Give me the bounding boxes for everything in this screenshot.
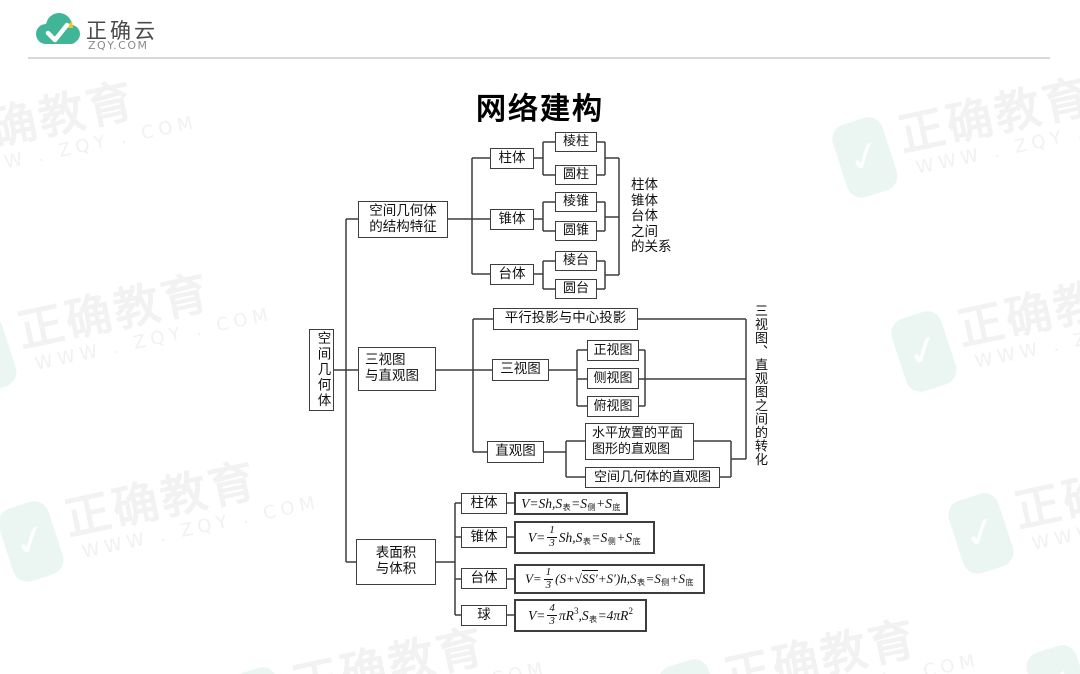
node-volume-line1: 表面积: [375, 545, 417, 562]
node-volume: 表面积与体积: [356, 539, 436, 585]
node-structure-line2: 的结构特征: [369, 218, 437, 235]
node-projection: 平行投影与中心投影: [493, 308, 638, 330]
node-leaf-yuanzhu: 圆柱: [555, 165, 597, 185]
node-volume-line2: 与体积: [375, 561, 417, 577]
node-side-view: 侧视图: [587, 368, 639, 389]
note-line: 柱体: [631, 177, 658, 193]
header-divider: [28, 57, 1050, 59]
formula-part: ,S: [578, 607, 589, 623]
formula-part: V=: [527, 529, 546, 545]
formula-sub: 底: [685, 578, 694, 588]
node-vol-cylinder: 柱体: [461, 493, 507, 514]
node-leaf-yuanzhui: 圆锥: [555, 221, 597, 241]
formula-part: V=Sh,S: [521, 495, 563, 511]
node-cone-parent: 锥体: [490, 209, 534, 230]
node-structure-line1: 空间几何体: [369, 202, 437, 219]
views-transform-note: 三视图、直观图之间的转化: [752, 304, 767, 466]
formula-part: πR: [558, 607, 574, 623]
node-leaf-lengtai: 棱台: [555, 251, 597, 271]
node-three-views: 三视图: [492, 359, 549, 381]
formula-part: (S+: [555, 571, 575, 587]
formula-sub: 底: [612, 502, 621, 512]
formula-sup: 2: [628, 606, 633, 617]
formula-part: +S′)h,S: [597, 571, 637, 587]
node-leaf-lengzhui: 棱锥: [555, 192, 597, 212]
brand-cloud-logo-icon: [36, 13, 80, 44]
formula-part: =S: [571, 495, 587, 511]
node-vol-frustum: 台体: [461, 568, 507, 589]
formula-denominator: 3: [549, 537, 555, 549]
brand-name: 正确云: [86, 19, 158, 43]
radicand: SS′: [581, 570, 598, 587]
node-views: 三视图与直观图: [358, 347, 436, 391]
formula-numerator: 4: [547, 602, 557, 616]
node-views-line1: 三视图: [365, 352, 406, 369]
formula-part: =4πR: [597, 607, 629, 623]
formula-part: =S: [591, 529, 608, 545]
formula-part: +S: [595, 495, 612, 511]
node-root: 空间几何体: [309, 329, 334, 411]
formula-part: +S: [669, 571, 686, 587]
node-vol-sphere: 球: [461, 605, 507, 626]
node-intuitive: 直观图: [487, 441, 544, 463]
node-plane-line2: 图形的直观图: [592, 441, 671, 457]
note-line: 锥体: [631, 192, 658, 209]
formula-numerator: 1: [543, 565, 554, 580]
formula-sub: 侧: [661, 578, 670, 588]
node-leaf-yuantai: 圆台: [555, 279, 597, 299]
formula-sub: 表: [589, 614, 598, 624]
formula-sub: 底: [632, 536, 641, 546]
node-leaf-lengzhu: 棱柱: [555, 132, 597, 152]
node-frustum-parent: 台体: [490, 264, 534, 285]
formula-part: +S: [616, 529, 633, 545]
formula-part: V=: [528, 607, 546, 623]
note-line: 之间: [631, 223, 658, 240]
structure-relation-note: 柱体 锥体 台体 之间 的关系: [631, 177, 672, 256]
node-views-line2: 与直观图: [365, 368, 419, 384]
formula-sub: 表: [562, 502, 571, 512]
brand-site: ZQY.COM: [88, 39, 149, 52]
node-vol-cone: 锥体: [461, 527, 507, 548]
formula-numerator: 1: [547, 524, 557, 538]
node-top-view: 俯视图: [587, 396, 639, 417]
note-line: 台体: [631, 208, 658, 224]
node-plane-line1: 水平放置的平面: [592, 426, 684, 442]
formula-sub: 侧: [607, 536, 616, 546]
formula-sub: 表: [636, 578, 645, 588]
node-prism-parent: 柱体: [490, 148, 534, 169]
formula-part: =S: [645, 571, 661, 587]
node-front-view: 正视图: [587, 340, 639, 361]
formula-denominator: 3: [545, 578, 552, 591]
formula-denominator: 3: [549, 615, 555, 627]
formula-part: Sh,S: [558, 529, 583, 545]
page-title: 网络建构: [476, 92, 604, 127]
note-line: 的关系: [631, 239, 672, 255]
formula-part: V=: [524, 571, 542, 587]
formula-sub: 侧: [587, 502, 596, 512]
node-space-intuitive: 空间几何体的直观图: [585, 467, 720, 488]
node-structure: 空间几何体的结构特征: [358, 201, 448, 238]
node-plane-intuitive: 水平放置的平面图形的直观图: [585, 423, 694, 460]
formula-sup: 3: [573, 606, 579, 617]
radical-sign: √: [574, 571, 582, 587]
formula-sub: 表: [582, 536, 591, 546]
